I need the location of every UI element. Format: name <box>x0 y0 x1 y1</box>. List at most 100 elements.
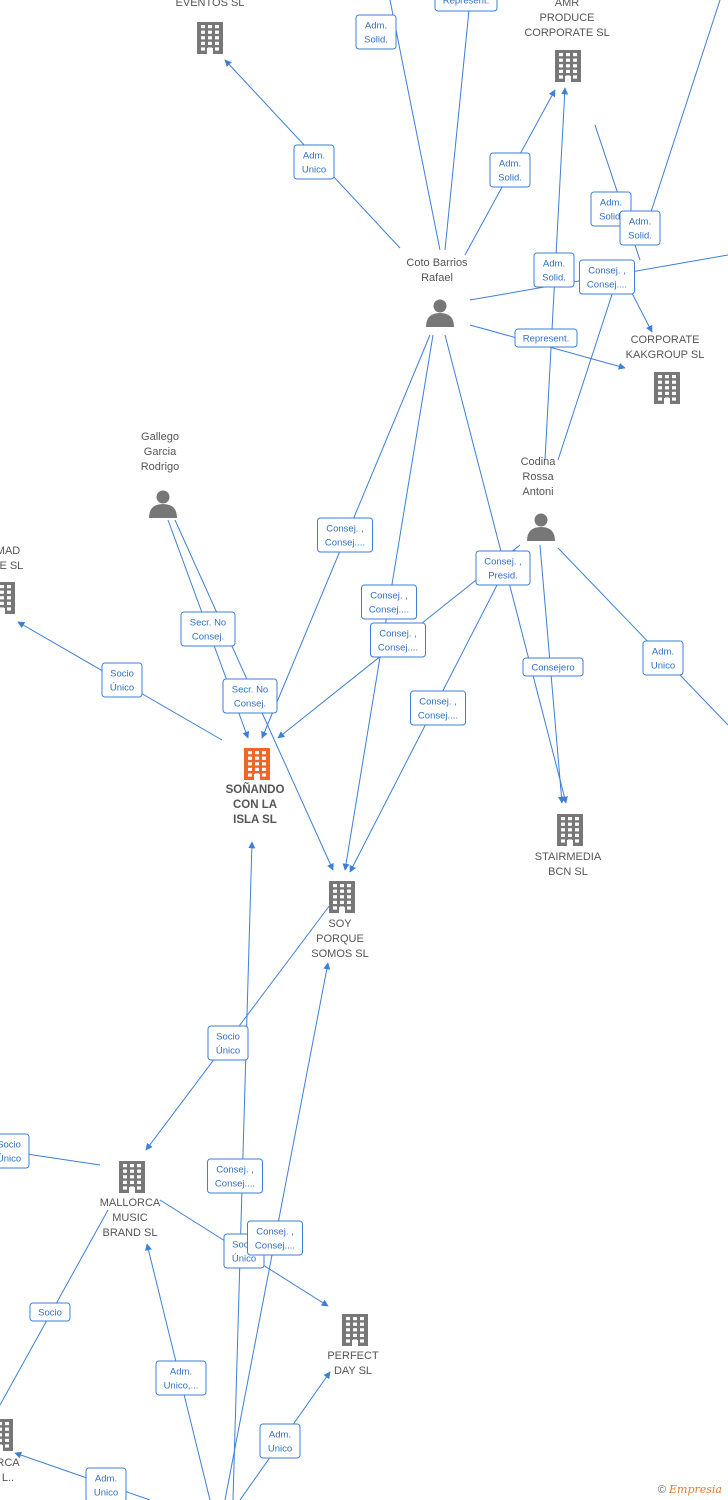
person-body <box>149 504 177 518</box>
node-label: Coto Barrios <box>406 257 468 269</box>
node-eventos[interactable]: EVENTOS SL <box>176 0 245 54</box>
building-window <box>262 751 266 755</box>
building-icon <box>342 1314 368 1346</box>
edge-label-text: Consej. , <box>370 591 408 602</box>
edge-label-l28[interactable]: Adm.Unico <box>85 1467 127 1500</box>
building-window <box>333 895 337 899</box>
building-window <box>0 585 4 589</box>
edge-label-text: Adm. <box>269 1430 291 1441</box>
building-window <box>566 69 570 73</box>
edge-label-text: Socio <box>232 1240 256 1251</box>
building-icon <box>0 582 15 614</box>
building-window <box>573 58 577 62</box>
building-window <box>130 1169 134 1173</box>
building-icon <box>119 1161 145 1193</box>
edge-label-text: Unico <box>302 165 326 176</box>
edge-label-box <box>293 144 335 180</box>
edge-label-l14[interactable]: Consej. ,Consej.... <box>370 622 426 658</box>
edge-label-l27[interactable]: Adm. Unico <box>259 1423 301 1459</box>
edge-label-l7[interactable]: Adm.Solid. <box>533 252 575 288</box>
edge-label-l10[interactable]: Consej. ,Consej.... <box>317 517 373 553</box>
edge-label-l24[interactable]: Consej. ,Consej.... <box>247 1220 303 1256</box>
edge-label-text: Unico <box>268 1444 292 1455</box>
edge-label-box <box>361 584 417 620</box>
edge-label-l3[interactable]: Adm. Unico <box>293 144 335 180</box>
edge-label-text: Consej. , <box>216 1165 254 1176</box>
building-window <box>575 839 579 843</box>
building-window <box>575 822 579 826</box>
building-door <box>129 1187 135 1193</box>
edge-labels-layer: Adm.Solid.Represent.Adm.UnicoAdm.Solid.A… <box>0 0 684 1500</box>
edge-label-l22[interactable]: Consej. ,Consej.... <box>207 1158 263 1194</box>
edge-label-l25[interactable]: Socio <box>29 1302 71 1322</box>
building-door <box>352 1340 358 1346</box>
building-window <box>262 762 266 766</box>
node-mad[interactable]: MADTE SL <box>0 545 23 614</box>
edge-label-l4[interactable]: Adm.Solid. <box>489 152 531 188</box>
edge-label-l19[interactable]: Consej. ,Consej.... <box>410 690 466 726</box>
edge-label-l15[interactable]: Consejero <box>522 657 584 677</box>
building-window <box>575 817 579 821</box>
building-window <box>333 889 337 893</box>
edge-label-text: Consej. , <box>588 266 626 277</box>
building-window <box>347 889 351 893</box>
edge-label-l1[interactable]: Adm.Solid. <box>355 14 397 50</box>
building-window <box>201 41 205 45</box>
edge-label-text: Socio <box>110 669 134 680</box>
person-body <box>527 527 555 541</box>
node-label: ISLA SL <box>233 814 277 826</box>
edge-label-text: Adm. <box>303 151 325 162</box>
edge-label-l8[interactable]: Consej. , Consej.... <box>579 259 635 295</box>
building-window <box>347 884 351 888</box>
edge-label-box <box>155 1360 207 1396</box>
edge-label-box <box>434 0 498 12</box>
edge-label-text: Consej.... <box>587 280 627 291</box>
edge-label-l26[interactable]: Adm.Unico,... <box>155 1360 207 1396</box>
edge-label-l6[interactable]: Adm.Solid. <box>619 210 661 246</box>
edge-label-l11[interactable]: Consej. ,Presid. <box>475 550 531 586</box>
node-label: SOÑANDO <box>226 783 285 796</box>
building-window <box>255 762 259 766</box>
edge-label-l16[interactable]: Adm.Unico <box>642 640 684 676</box>
building-window <box>658 375 662 379</box>
edge-label-text: Consejero <box>531 663 574 674</box>
brand-logo-text[interactable]: Empresia <box>669 1483 722 1496</box>
edge-label-text: Unico,... <box>164 1381 199 1392</box>
building-window <box>0 1427 2 1431</box>
building-window <box>137 1169 141 1173</box>
edge-label-text: Consej.... <box>369 605 409 616</box>
node-label: Rossa <box>522 471 554 483</box>
person-head <box>433 299 447 313</box>
edge-label-text: Adm. <box>543 259 565 270</box>
building-door <box>0 1445 3 1451</box>
building-window <box>215 47 219 51</box>
building-window <box>130 1164 134 1168</box>
building-window <box>573 64 577 68</box>
building-window <box>0 590 4 594</box>
edge-label-l9[interactable]: Represent. <box>514 328 578 348</box>
building-window <box>7 590 11 594</box>
edge-label-box <box>475 550 531 586</box>
edge-label-text: Único <box>216 1046 240 1057</box>
edge-label-l2[interactable]: Represent. <box>434 0 498 12</box>
building-window <box>340 889 344 893</box>
building-window <box>665 386 669 390</box>
edge-label-l12[interactable]: Consej. , Consej.... <box>361 584 417 620</box>
